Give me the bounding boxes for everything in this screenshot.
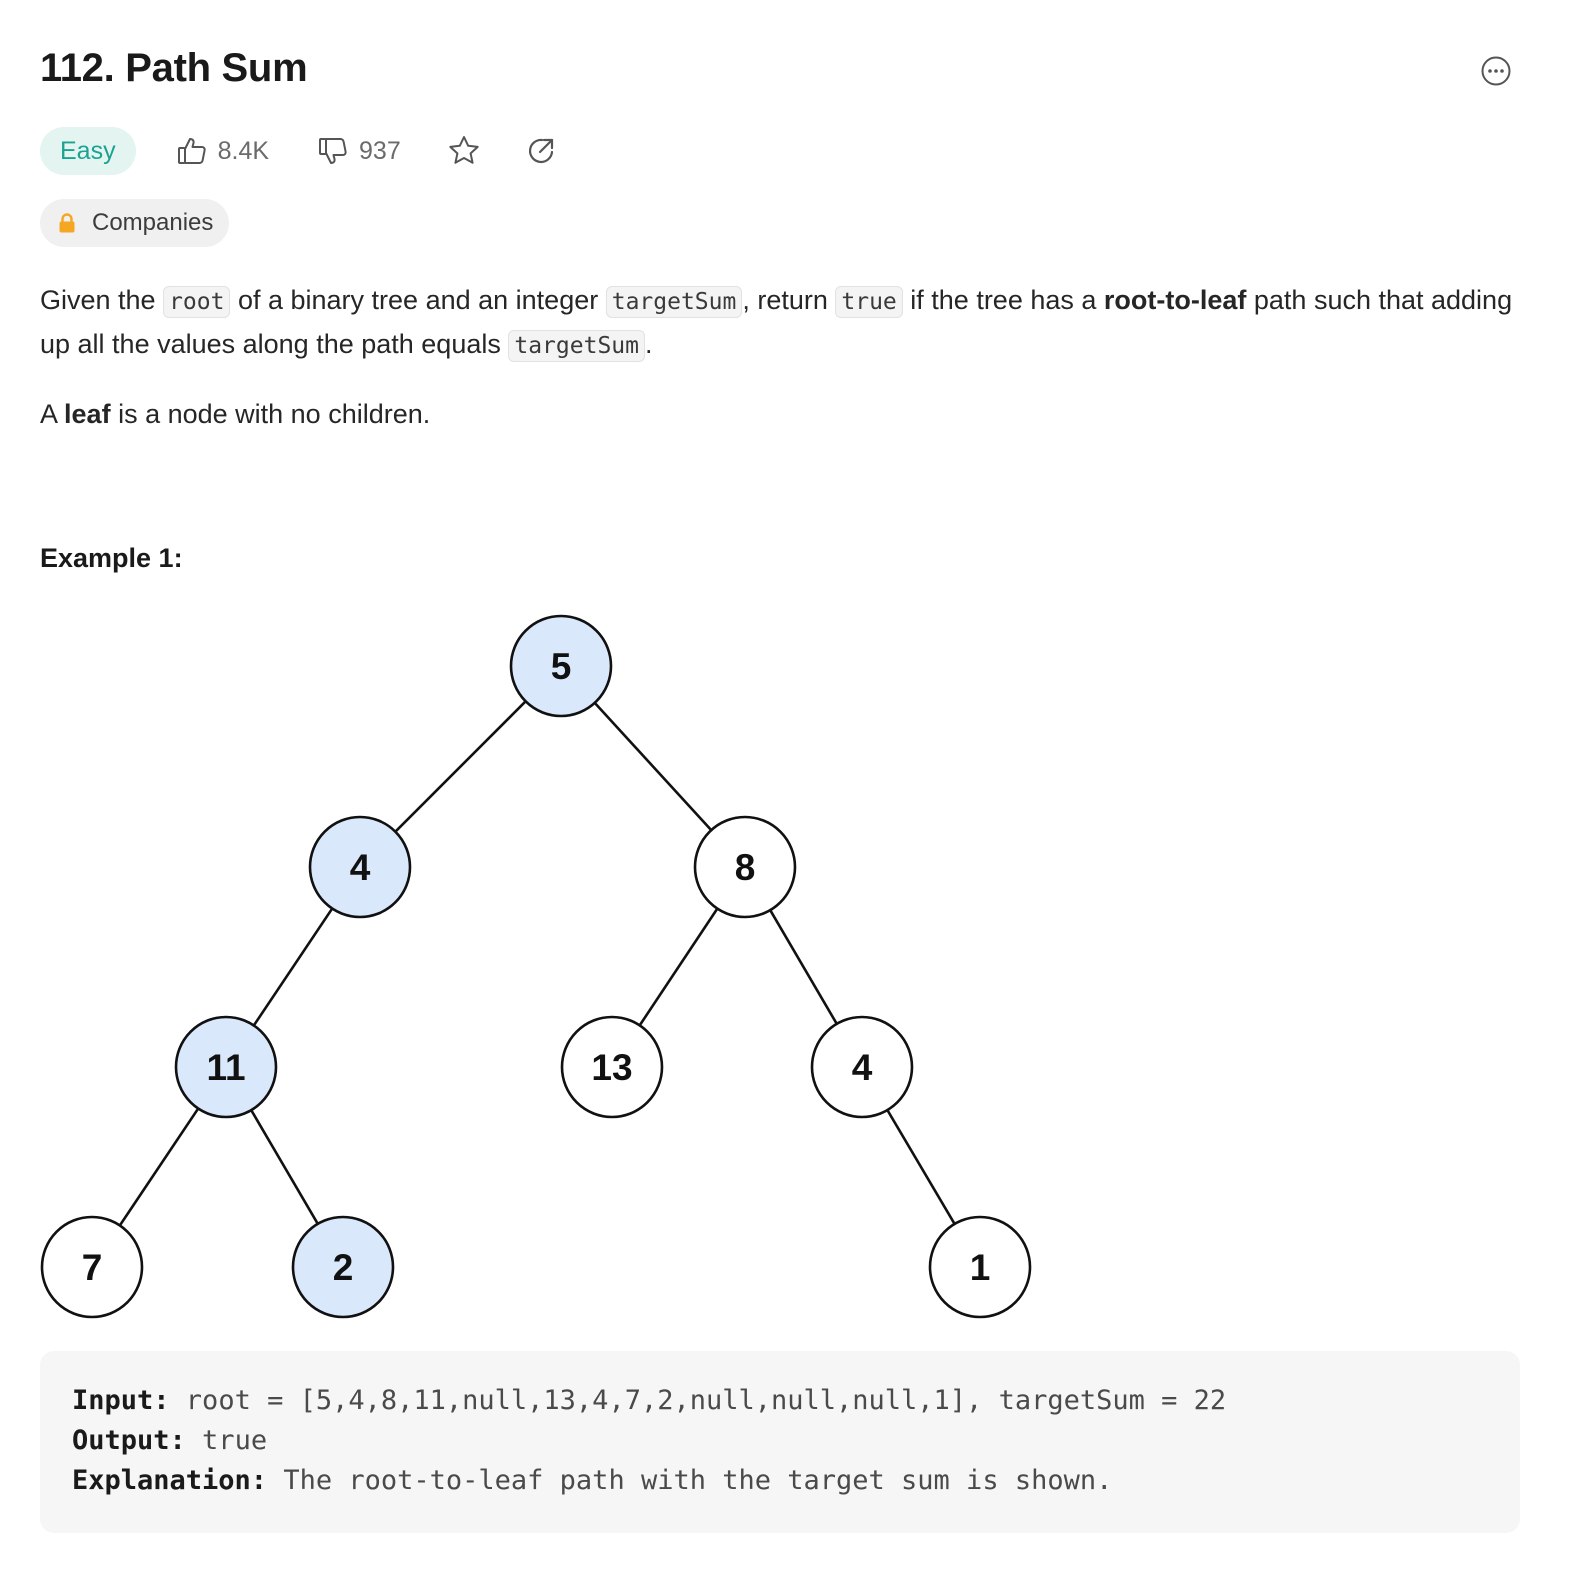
tree-node: 1 [928, 1215, 1032, 1319]
bold-root-to-leaf: root-to-leaf [1103, 285, 1247, 315]
tree-node-label: 13 [591, 1047, 632, 1088]
explanation-label: Explanation: [72, 1465, 268, 1496]
example-title: Example 1: [40, 543, 183, 573]
description-text: Given the [40, 285, 164, 315]
tree-node-circle [560, 1015, 664, 1119]
tree-node: 13 [560, 1015, 664, 1119]
tree-node-label: 4 [350, 847, 371, 888]
tree-edge [886, 1109, 956, 1225]
tree-edge [118, 1107, 200, 1227]
problem-title: 112. Path Sum [40, 46, 308, 90]
tree-node-label: 5 [551, 646, 572, 687]
leaf-definition: A leaf is a node with no children. [40, 393, 1540, 435]
tree-node-label: 11 [206, 1047, 245, 1088]
tree-node: 4 [810, 1015, 914, 1119]
example-code-block: Input: root = [5,4,8,11,null,13,4,7,2,nu… [40, 1351, 1520, 1533]
like-button[interactable]: 8.4K [176, 135, 269, 167]
tree-node-circle [40, 1215, 144, 1319]
companies-tag[interactable]: Companies [40, 199, 230, 247]
tree-node: 2 [291, 1215, 395, 1319]
description-text: if the tree has a [902, 285, 1104, 315]
tree-node-label: 8 [735, 847, 756, 888]
favorite-button[interactable] [447, 134, 481, 168]
output-value: true [185, 1425, 268, 1456]
tree-node-circle [810, 1015, 914, 1119]
description-text: of a binary tree and an integer [230, 285, 606, 315]
more-options-icon [1481, 56, 1511, 86]
problem-description: Given the root of a binary tree and an i… [40, 279, 1540, 367]
tree-node-circle [174, 1015, 278, 1119]
code-target-sum: targetSum [605, 286, 743, 318]
companies-label: Companies [92, 209, 214, 236]
tree-edge [593, 702, 713, 831]
explanation-value: The root-to-leaf path with the target su… [267, 1465, 1113, 1496]
tree-edge [252, 907, 334, 1027]
star-icon [449, 136, 479, 164]
lock-icon [59, 213, 75, 233]
tree-node-circle [291, 1215, 395, 1319]
dislike-count: 937 [359, 136, 401, 165]
description-text: is a node with no children. [110, 399, 431, 429]
tree-node: 11 [174, 1015, 278, 1119]
tree-node-label: 1 [970, 1247, 991, 1288]
tree-node-circle [509, 614, 613, 718]
tree-edge [638, 907, 719, 1027]
tree-node-circle [928, 1215, 1032, 1319]
code-root: root [163, 286, 231, 318]
share-icon [528, 138, 553, 164]
tree-node: 8 [693, 815, 797, 919]
output-label: Output: [72, 1425, 186, 1456]
tree-node: 4 [308, 815, 412, 919]
tree-node-circle [693, 815, 797, 919]
like-count: 8.4K [217, 136, 270, 165]
code-target-sum: targetSum [508, 330, 645, 362]
description-text: path such that adding up all the values … [40, 285, 1513, 359]
tree-node-circle [308, 815, 412, 919]
tree-edge [394, 700, 527, 833]
tree-node-label: 7 [82, 1247, 103, 1288]
input-value: root = [5,4,8,11,null,13,4,7,2,null,null… [169, 1385, 1227, 1416]
input-label: Input: [72, 1385, 170, 1416]
tree-node: 5 [509, 614, 613, 718]
code-true: true [835, 286, 903, 318]
tree-node-label: 4 [852, 1047, 873, 1088]
difficulty-badge: Easy [40, 127, 136, 175]
tree-edge [769, 909, 838, 1025]
thumbs-up-icon [177, 138, 206, 164]
bold-leaf: leaf [64, 399, 111, 429]
tree-node: 7 [40, 1215, 144, 1319]
description-text: . [644, 329, 653, 359]
thumbs-down-icon [319, 138, 347, 164]
tree-node-label: 2 [333, 1247, 354, 1288]
tree-edge [250, 1109, 319, 1225]
dislike-button[interactable]: 937 [317, 135, 401, 167]
description-text: A [40, 399, 65, 429]
description-text: , return [742, 285, 836, 315]
share-button[interactable] [525, 135, 557, 167]
problem-meta-row: Easy 8.4K 937 [40, 127, 557, 175]
more-options-button[interactable] [1479, 54, 1513, 88]
